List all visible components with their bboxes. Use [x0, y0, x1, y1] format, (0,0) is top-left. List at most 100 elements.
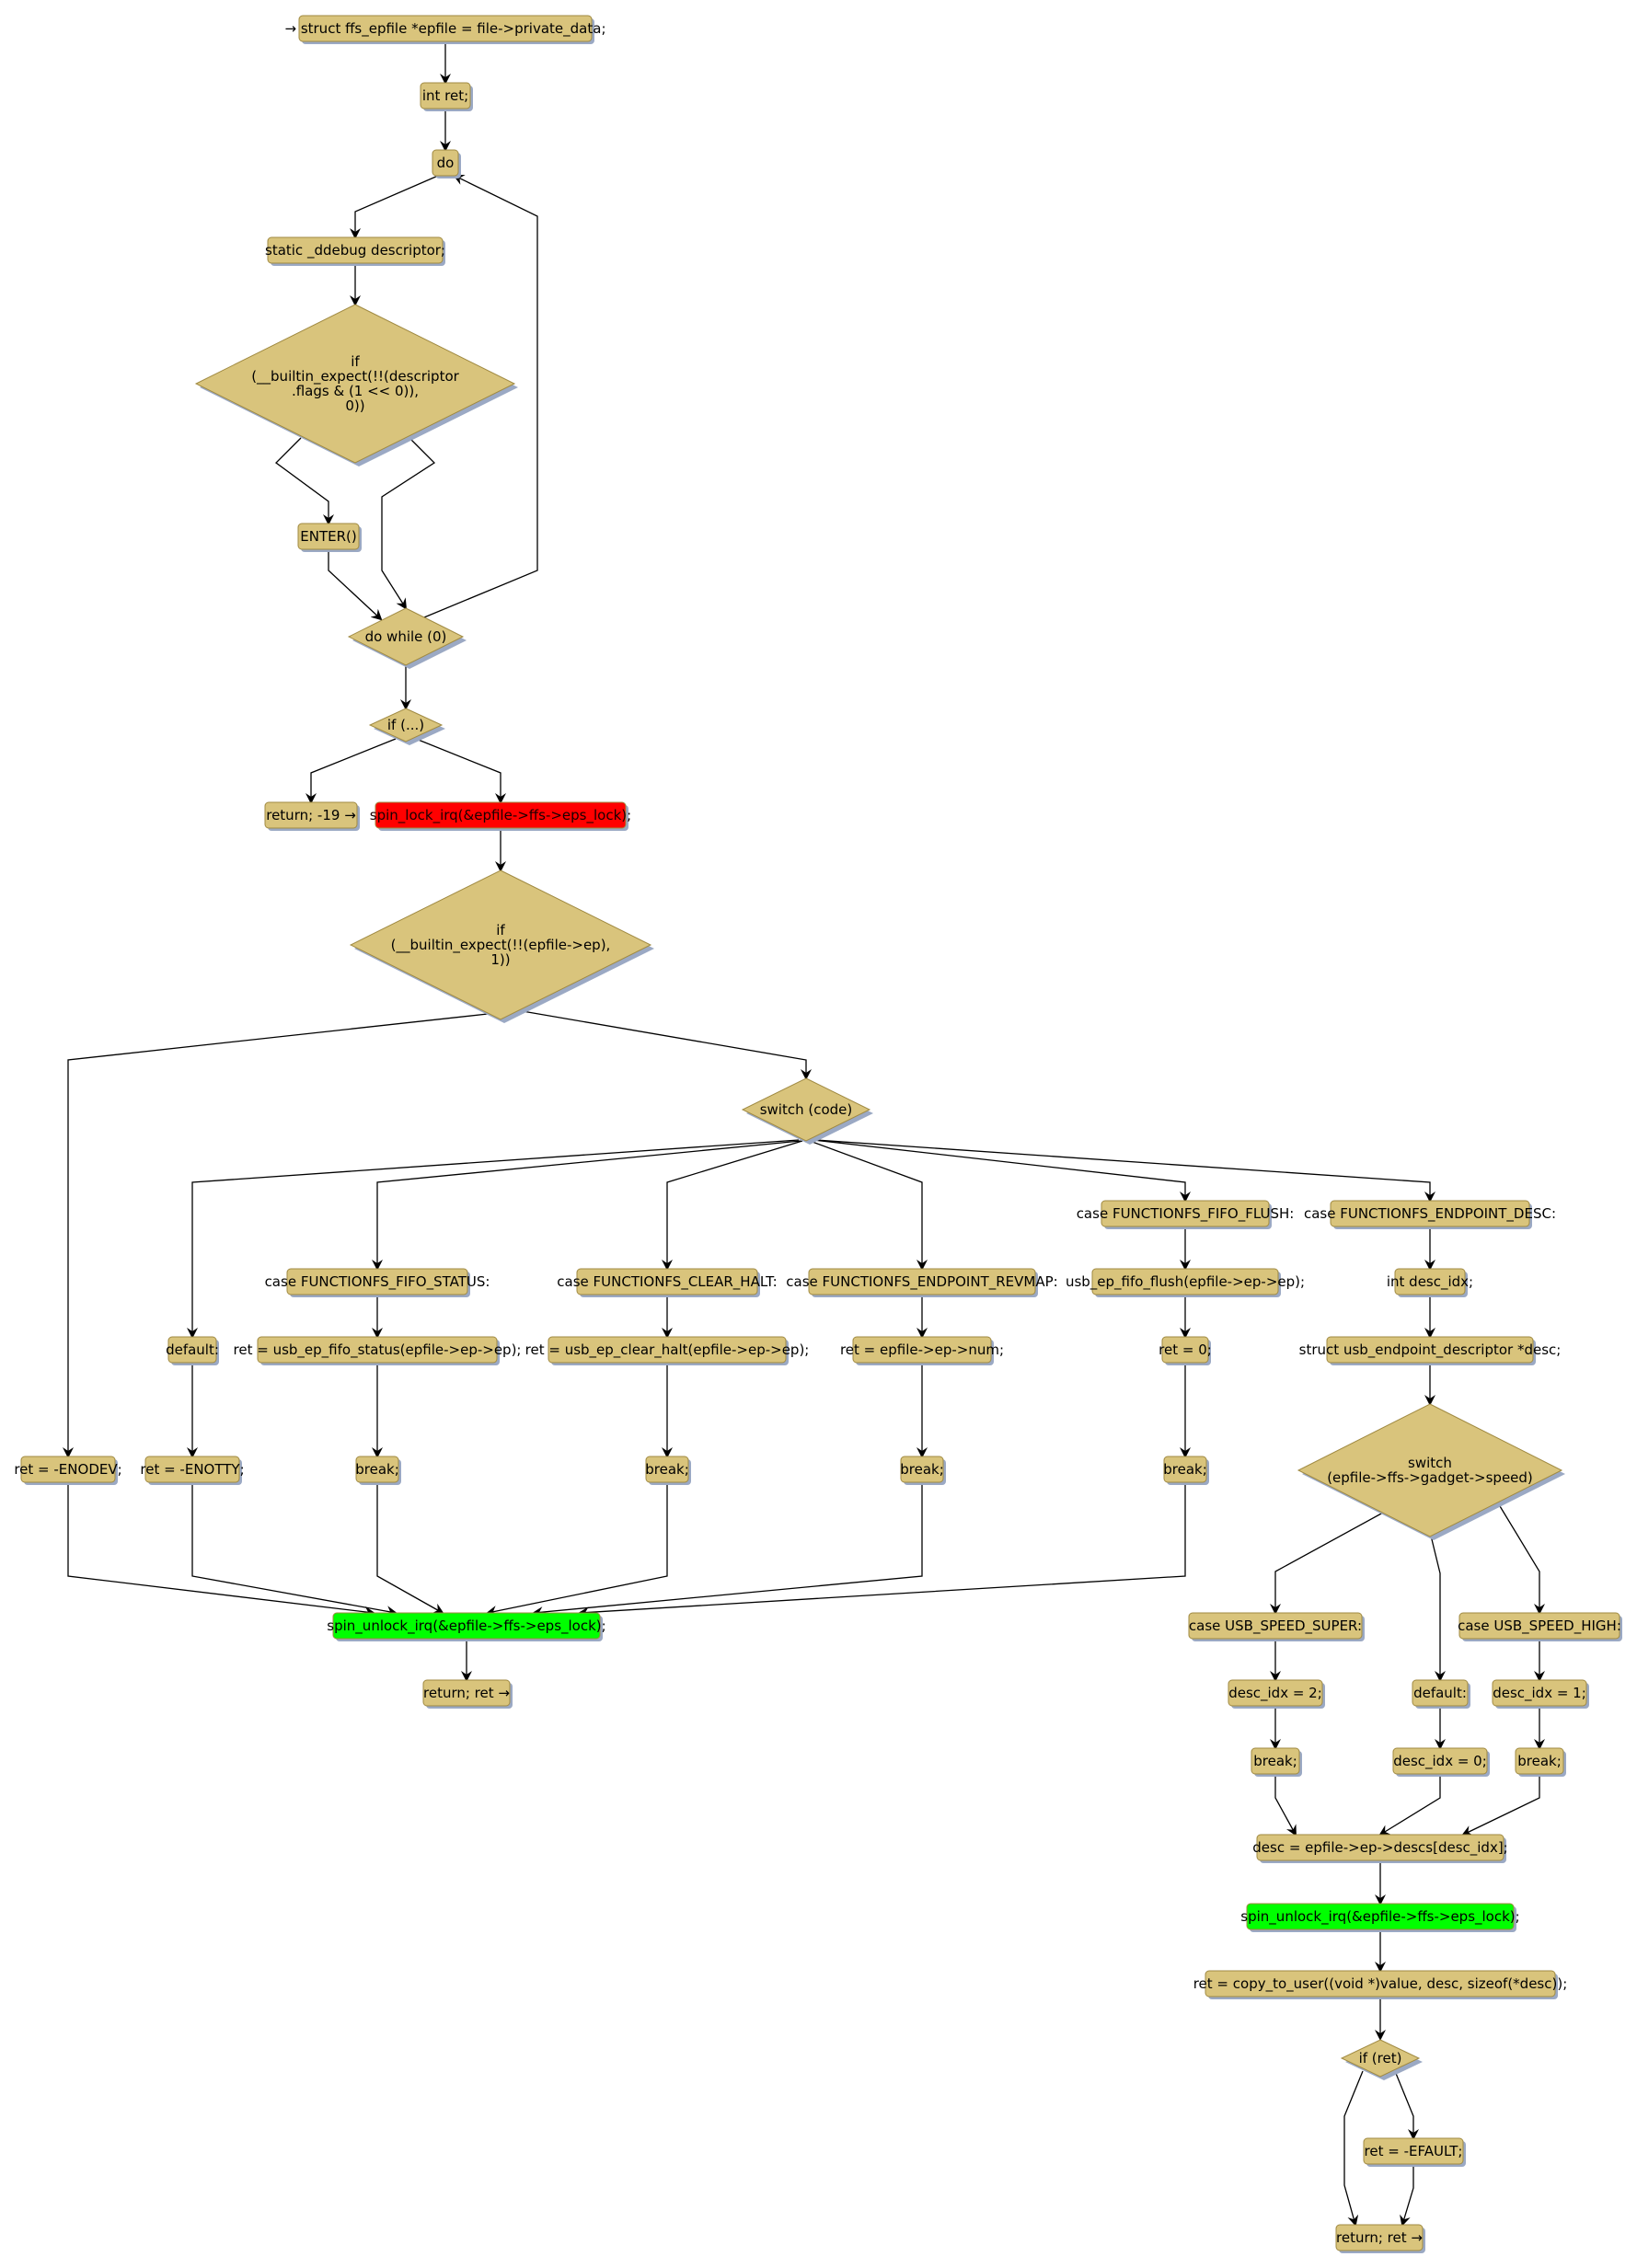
- node-label-line: → struct ffs_epfile *epfile = file->priv…: [284, 20, 605, 38]
- edge-switch-to-case_desc: [814, 1139, 1435, 1203]
- node-label-line: ret = usb_ep_fifo_status(epfile->ep->ep)…: [234, 1341, 522, 1359]
- node-label: usb_ep_fifo_flush(epfile->ep->ep);: [1066, 1273, 1305, 1291]
- node-label-line: case FUNCTIONFS_FIFO_FLUSH:: [1077, 1205, 1295, 1223]
- node-label: case USB_SPEED_HIGH:: [1458, 1618, 1621, 1635]
- node-shape: [1492, 1679, 1587, 1707]
- node-label-line: case FUNCTIONFS_ENDPOINT_REVMAP:: [786, 1273, 1057, 1291]
- edge-if_dots-to-lock: [415, 738, 506, 804]
- node-label-line: desc_idx = 0;: [1393, 1753, 1487, 1770]
- node-shape: [1188, 1612, 1363, 1640]
- node-label-line: .flags & (1 << 0)),: [292, 383, 419, 399]
- node-shape: [422, 1679, 511, 1707]
- node-label-line: int ret;: [422, 87, 468, 104]
- decision-node-if-ep: if(__builtin_expect(!!(epfile->ep),1)): [349, 869, 654, 1023]
- edge-switch_speed-to-case_high: [1496, 1501, 1545, 1615]
- node-shape: [1228, 1679, 1323, 1707]
- edge-break2-to-unlock1: [486, 1482, 668, 1617]
- node-label: static _ddebug descriptor;: [265, 242, 445, 259]
- node-label-line: ret = -ENODEV;: [14, 1461, 121, 1478]
- node-shape: [1340, 2039, 1421, 2078]
- lock-node-lock: spin_lock_irq(&epfile->ffs->eps_lock);: [370, 801, 631, 831]
- node-shape: [1246, 1903, 1515, 1930]
- statement-node-ret0: ret = 0;: [1159, 1336, 1212, 1365]
- node-shape: [1458, 1612, 1620, 1640]
- statement-node-num: ret = epfile->ep->num;: [840, 1336, 1004, 1365]
- node-shape: [194, 304, 516, 464]
- statement-node-idx1: desc_idx = 1;: [1492, 1679, 1589, 1709]
- statement-node-intret: int ret;: [420, 82, 473, 111]
- node-shape: [852, 1336, 992, 1364]
- node-label: case FUNCTIONFS_FIFO_STATUS:: [265, 1273, 490, 1291]
- node-label-line: static _ddebug descriptor;: [265, 242, 445, 259]
- node-label: spin_unlock_irq(&epfile->ffs->eps_lock);: [1240, 1908, 1519, 1926]
- statement-node-break2: break;: [645, 1456, 691, 1485]
- statement-node-case-super: case USB_SPEED_SUPER:: [1188, 1612, 1365, 1641]
- node-shape: [1335, 2224, 1424, 2251]
- statement-node-break3: break;: [900, 1456, 946, 1485]
- statement-node-entry: → struct ffs_epfile *epfile = file->priv…: [284, 15, 606, 44]
- statement-node-structdesc: struct usb_endpoint_descriptor *desc;: [1299, 1336, 1561, 1365]
- node-shape: [347, 607, 465, 666]
- node-label: case FUNCTIONFS_ENDPOINT_DESC:: [1304, 1205, 1556, 1223]
- statement-node-efault: ret = -EFAULT;: [1363, 2137, 1466, 2167]
- edge-switch-to-case_flush: [813, 1139, 1191, 1203]
- edge-switch_speed-to-default2: [1430, 1535, 1446, 1682]
- statement-node-retret1: return; ret →: [422, 1679, 513, 1709]
- node-label-line: return; -19 →: [266, 807, 356, 823]
- node-label-line: int desc_idx;: [1387, 1273, 1473, 1291]
- statement-node-break5: break;: [1251, 1747, 1302, 1777]
- statement-node-clear-halt: ret = usb_ep_clear_halt(epfile->ep->ep);: [525, 1336, 810, 1365]
- node-label-line: ret = copy_to_user((void *)value, desc, …: [1193, 1975, 1568, 1993]
- node-shape: [298, 15, 593, 42]
- node-shape: [1163, 1456, 1207, 1483]
- node-label: if (ret): [1359, 2050, 1402, 2067]
- edge-switch_speed-to-case_super: [1270, 1512, 1384, 1615]
- node-label-line: break;: [1517, 1753, 1562, 1769]
- edge-if_ep-to-switch: [516, 1009, 812, 1080]
- node-shape: [1256, 1834, 1504, 1861]
- node-label-line: ret = epfile->ep->num;: [840, 1341, 1004, 1358]
- statement-node-case-revmap: case FUNCTIONFS_ENDPOINT_REVMAP:: [786, 1268, 1058, 1297]
- decision-node-dowhile: do while (0): [347, 607, 467, 669]
- edge-idx0-to-descassign: [1378, 1774, 1441, 1836]
- statement-node-case-high: case USB_SPEED_HIGH:: [1458, 1612, 1622, 1641]
- statement-node-flush: usb_ep_fifo_flush(epfile->ep->ep);: [1066, 1268, 1305, 1297]
- node-label: break;: [900, 1461, 944, 1478]
- node-label: spin_lock_irq(&epfile->ffs->eps_lock);: [370, 807, 631, 824]
- edge-efault-to-retret2: [1400, 2164, 1414, 2227]
- node-shape: [375, 801, 627, 829]
- node-label: ret = usb_ep_clear_halt(epfile->ep->ep);: [525, 1341, 810, 1359]
- edge-if_dots-to-ret19: [305, 738, 397, 804]
- node-shape: [548, 1336, 787, 1364]
- statement-node-do: do: [432, 149, 461, 178]
- node-shape: [267, 236, 444, 264]
- node-label-line: (epfile->ffs->gadget->speed): [1327, 1469, 1533, 1486]
- edge-do-to-ddebug: [350, 175, 439, 239]
- decision-node-if-dots: if (...): [368, 708, 445, 745]
- node-label: int ret;: [422, 87, 468, 104]
- node-shape: [1515, 1747, 1564, 1775]
- node-label-line: if (ret): [1359, 2050, 1402, 2067]
- node-shape: [1326, 1336, 1534, 1364]
- node-label: break;: [1517, 1753, 1562, 1769]
- node-label-line: usb_ep_fifo_flush(epfile->ep->ep);: [1066, 1273, 1305, 1291]
- node-label: int desc_idx;: [1387, 1273, 1473, 1291]
- statement-node-enotty: ret = -ENOTTY;: [140, 1456, 245, 1485]
- node-shape: [1330, 1200, 1530, 1227]
- node-shape: [20, 1456, 116, 1483]
- node-label: case FUNCTIONFS_ENDPOINT_REVMAP:: [786, 1273, 1057, 1291]
- edges: [63, 41, 1545, 2227]
- node-label: default:: [166, 1341, 219, 1358]
- node-label: break;: [645, 1461, 689, 1478]
- node-label: spin_unlock_irq(&epfile->ffs->eps_lock);: [327, 1618, 605, 1635]
- edge-enodev-to-unlock1: [67, 1482, 375, 1618]
- node-shape: [332, 1612, 601, 1640]
- node-shape: [808, 1268, 1036, 1295]
- decision-node-if-ddebug: if(__builtin_expect(!!(descriptor.flags …: [194, 304, 518, 466]
- node-label: ret = 0;: [1159, 1341, 1212, 1358]
- node-label-line: ret = -ENOTTY;: [140, 1461, 244, 1478]
- node-label-line: default:: [1413, 1685, 1467, 1701]
- node-label-line: desc_idx = 2;: [1228, 1685, 1322, 1702]
- nodes: → struct ffs_epfile *epfile = file->priv…: [14, 15, 1622, 2253]
- statement-node-case-status: case FUNCTIONFS_FIFO_STATUS:: [265, 1268, 490, 1297]
